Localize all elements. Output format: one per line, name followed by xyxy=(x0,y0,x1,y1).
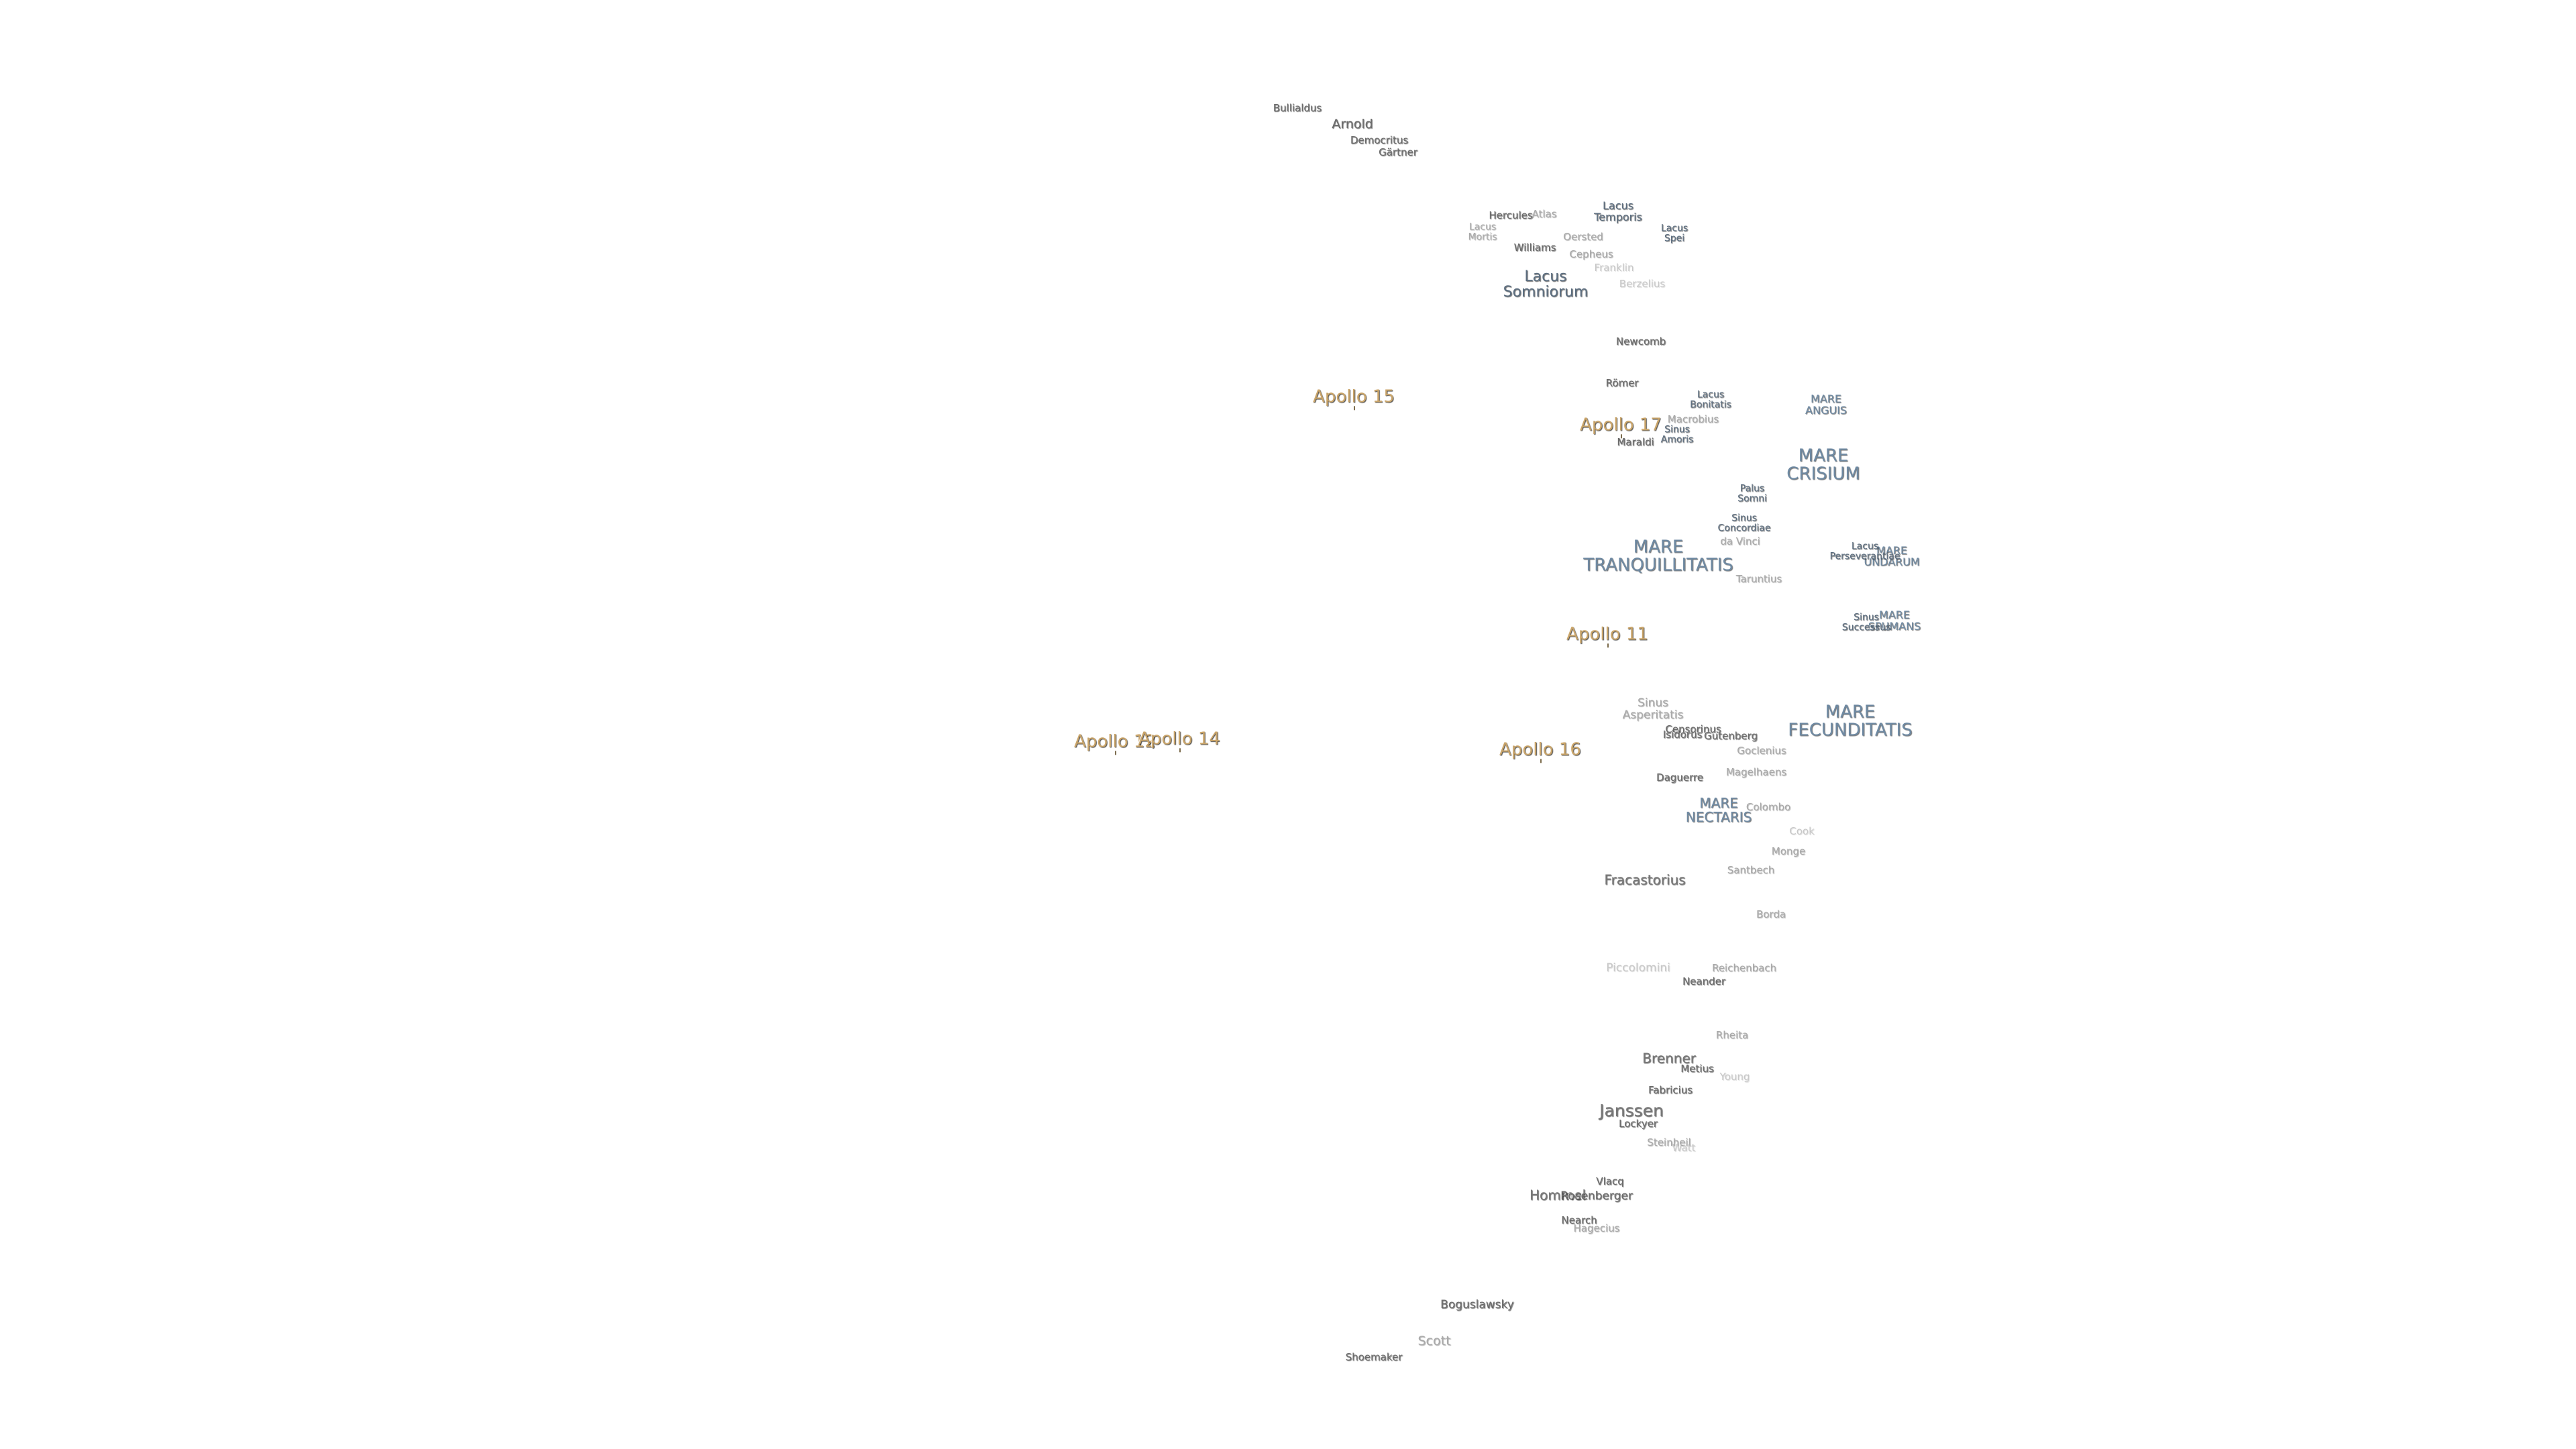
crater-label: Monge xyxy=(1771,845,1806,858)
crater-label: Isidorus xyxy=(1662,729,1703,741)
landing-site-marker-icon xyxy=(1540,759,1542,763)
lacus-label: Lacus Perseverantiae xyxy=(1829,541,1900,561)
lacus-label: Lacus Bonitatis xyxy=(1690,389,1731,410)
mare-label: MARE UNDARUM xyxy=(1864,544,1920,568)
crater-label: Atlas xyxy=(1532,208,1557,221)
crater-label: Brenner xyxy=(1642,1050,1696,1067)
apollo-17-label[interactable]: Apollo 17 xyxy=(1580,416,1662,439)
lacus-label: Lacus Somniorum xyxy=(1503,268,1589,301)
crater-label: da Vinci xyxy=(1720,535,1760,548)
landing-site-marker-icon xyxy=(1621,434,1622,439)
crater-label: Bullialdus xyxy=(1273,102,1322,115)
crater-label: Berzelius xyxy=(1619,278,1666,290)
lacus-label: Lacus Temporis xyxy=(1594,199,1642,223)
mare-label: MARE CRISIUM xyxy=(1786,445,1860,484)
crater-label: Censorinus xyxy=(1665,723,1721,736)
crater-label: Oersted xyxy=(1563,231,1603,244)
crater-label: Rheita xyxy=(1715,1029,1749,1042)
crater-label: Magelhaens xyxy=(1725,766,1787,779)
lacus-label: Sinus Successus xyxy=(1841,612,1891,633)
crater-label: Gutenberg xyxy=(1704,730,1758,743)
crater-label: Watt xyxy=(1672,1142,1696,1155)
mare-label: MARE SPUMANS xyxy=(1868,608,1921,633)
apollo-16-label[interactable]: Apollo 16 xyxy=(1499,741,1581,763)
apollo-11-label[interactable]: Apollo 11 xyxy=(1566,625,1648,648)
crater-label: Römer xyxy=(1605,377,1639,390)
crater-label: Cook xyxy=(1789,825,1815,838)
mare-label: MARE ANGUIS xyxy=(1805,392,1847,417)
lacus-label: Sinus Asperitatis xyxy=(1622,696,1684,722)
crater-label: Rosenberger xyxy=(1560,1189,1633,1203)
crater-label: Reichenbach xyxy=(1711,962,1777,975)
landing-site-marker-icon xyxy=(1179,748,1181,753)
crater-label: Piccolomini xyxy=(1606,961,1670,975)
mare-label: MARE TRANQUILLITATIS xyxy=(1583,537,1733,576)
crater-label: Franklin xyxy=(1594,262,1634,274)
crater-label: Lockyer xyxy=(1619,1118,1658,1130)
crater-label: Maraldi xyxy=(1617,436,1654,449)
lacus-label: Palus Somni xyxy=(1737,483,1767,504)
crater-label: Scott xyxy=(1417,1334,1451,1349)
crater-label: Metius xyxy=(1680,1063,1714,1075)
crater-label: Nearch xyxy=(1561,1214,1597,1227)
crater-label: Hagecius xyxy=(1573,1222,1620,1235)
crater-label: Young xyxy=(1719,1071,1750,1083)
crater-label: Arnold xyxy=(1332,117,1373,132)
crater-label: Goclenius xyxy=(1737,745,1786,757)
lacus-label: Lacus Mortis xyxy=(1468,221,1497,242)
crater-label: Daguerre xyxy=(1656,771,1703,784)
crater-label: Cepheus xyxy=(1569,248,1613,261)
crater-label: Boguslawsky xyxy=(1440,1298,1514,1312)
apollo-15-label[interactable]: Apollo 15 xyxy=(1313,388,1395,411)
crater-label: Janssen xyxy=(1599,1100,1664,1120)
crater-label: Newcomb xyxy=(1615,335,1666,348)
crater-label: Macrobius xyxy=(1667,413,1719,426)
crater-label: Colombo xyxy=(1746,801,1791,814)
crater-label: Hommel xyxy=(1529,1187,1587,1203)
landing-site-marker-icon xyxy=(1354,406,1355,411)
crater-label: Neander xyxy=(1682,975,1726,988)
crater-label: Williams xyxy=(1513,241,1556,254)
mare-label: MARE FECUNDITATIS xyxy=(1788,702,1913,741)
apollo-12-label[interactable]: Apollo 12 xyxy=(1074,733,1156,755)
crater-label: Santbech xyxy=(1727,864,1775,877)
crater-label: Shoemaker xyxy=(1345,1351,1403,1364)
crater-label: Gärtner xyxy=(1379,146,1417,159)
lacus-label: Sinus Concordiae xyxy=(1717,513,1771,533)
landing-site-marker-icon xyxy=(1115,751,1116,755)
crater-label: Vlacq xyxy=(1596,1175,1624,1188)
crater-label: Democritus xyxy=(1350,134,1409,147)
crater-label: Taruntius xyxy=(1735,573,1782,586)
crater-label: Fabricius xyxy=(1648,1084,1693,1097)
crater-label: Fracastorius xyxy=(1604,871,1686,888)
mare-label: MARE NECTARIS xyxy=(1685,795,1752,825)
landing-site-marker-icon xyxy=(1607,643,1609,648)
crater-label: Hercules xyxy=(1489,209,1533,222)
crater-label: Borda xyxy=(1756,908,1786,921)
lacus-label: Lacus Spei xyxy=(1660,223,1688,244)
apollo-14-label[interactable]: Apollo 14 xyxy=(1138,730,1220,753)
crater-label: Steinheil xyxy=(1647,1136,1691,1149)
lacus-label: Sinus Amoris xyxy=(1660,424,1694,445)
